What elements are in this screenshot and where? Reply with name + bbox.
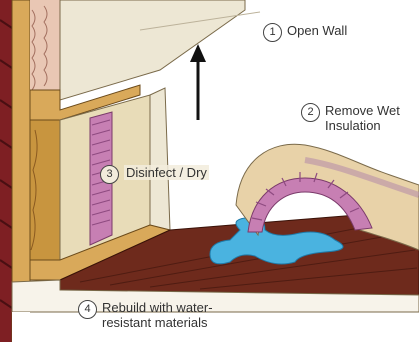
step-2-number: 2 bbox=[301, 103, 320, 122]
step-1-callout: 1 Open Wall bbox=[263, 23, 347, 42]
upper-insulation bbox=[30, 0, 60, 90]
step-2-label: Remove Wet Insulation bbox=[325, 103, 400, 133]
step-4-label: Rebuild with water- resistant materials bbox=[102, 300, 213, 330]
step-4-callout: 4 Rebuild with water- resistant material… bbox=[78, 300, 213, 330]
step-1-number: 1 bbox=[263, 23, 282, 42]
step-4-number: 4 bbox=[78, 300, 97, 319]
step-3-callout: 3 Disinfect / Dry bbox=[100, 165, 209, 184]
siding bbox=[0, 0, 12, 342]
step-2-callout: 2 Remove Wet Insulation bbox=[301, 103, 400, 133]
lower-stud bbox=[30, 120, 60, 260]
step-3-label: Disinfect / Dry bbox=[124, 165, 209, 180]
step-3-number: 3 bbox=[100, 165, 119, 184]
step-1-label: Open Wall bbox=[287, 23, 347, 38]
